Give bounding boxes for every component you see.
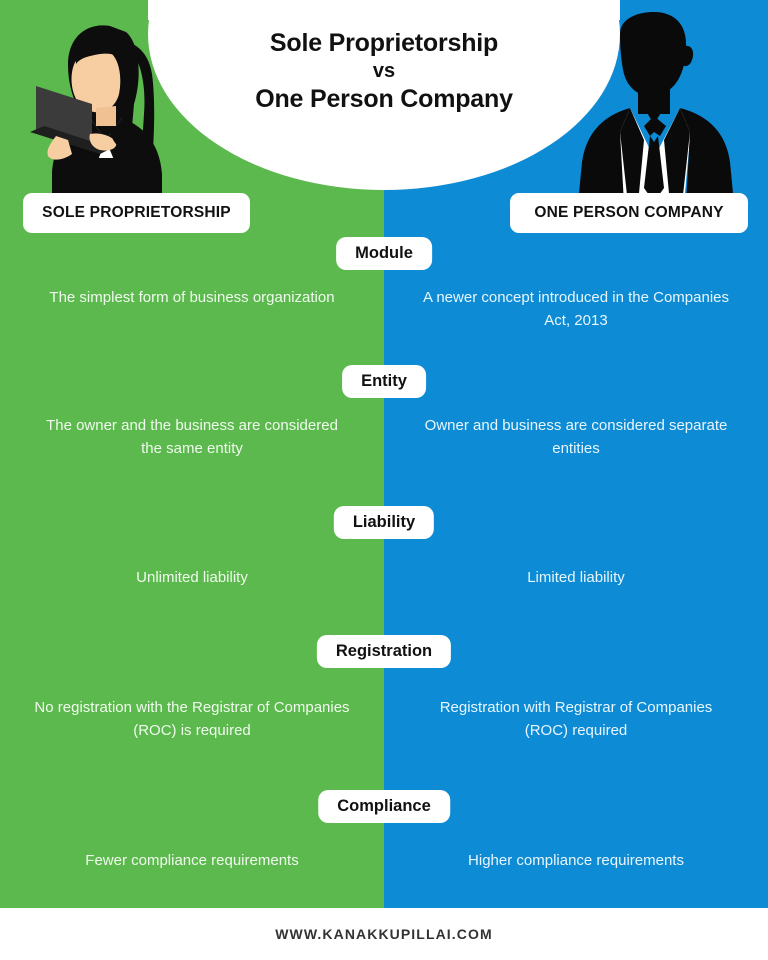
row-label-entity-text: Entity xyxy=(361,372,407,390)
footer-bar: WWW.KANAKKUPILLAI.COM xyxy=(0,908,768,960)
row-label-entity: Entity xyxy=(342,365,426,398)
row-label-module: Module xyxy=(336,237,432,270)
row-entity-cells: The owner and the business are considere… xyxy=(0,414,768,461)
row-module-cells: The simplest form of business organizati… xyxy=(0,286,768,333)
row-entity-left-text: The owner and the business are considere… xyxy=(46,417,338,458)
row-entity-right-text: Owner and business are considered separa… xyxy=(424,417,728,458)
column-header-left-label: SOLE PROPRIETORSHIP xyxy=(42,204,231,221)
row-liability-cells: Unlimited liability Limited liability xyxy=(0,566,768,589)
title-line-3: One Person Company xyxy=(255,84,513,113)
row-label-compliance: Compliance xyxy=(318,790,450,823)
title-line-2-vs: vs xyxy=(372,60,396,82)
column-header-right-label: ONE PERSON COMPANY xyxy=(534,204,724,221)
row-registration-cells: No registration with the Registrar of Co… xyxy=(0,696,768,743)
row-label-registration-text: Registration xyxy=(335,642,433,660)
page-title: Sole Proprietorship vs One Person Compan… xyxy=(148,28,620,115)
row-label-liability: Liability xyxy=(333,506,435,539)
woman-with-laptop-illustration xyxy=(16,8,196,204)
row-compliance-left-text: Fewer compliance requirements xyxy=(85,852,299,869)
row-label-liability-text: Liability xyxy=(352,513,416,531)
column-header-one-person-company: ONE PERSON COMPANY xyxy=(510,193,748,233)
row-label-compliance-text: Compliance xyxy=(337,797,431,815)
row-compliance-cells: Fewer compliance requirements Higher com… xyxy=(0,849,768,872)
row-module-right-text: A newer concept introduced in the Compan… xyxy=(422,289,730,330)
footer-website[interactable]: WWW.KANAKKUPILLAI.COM xyxy=(275,926,493,942)
row-compliance-right-text: Higher compliance requirements xyxy=(468,852,684,869)
businessman-silhouette-illustration xyxy=(558,12,748,204)
row-label-module-text: Module xyxy=(355,244,413,262)
row-liability-right-text: Limited liability xyxy=(527,569,625,586)
row-label-registration: Registration xyxy=(316,635,452,668)
row-liability-left-text: Unlimited liability xyxy=(136,569,248,586)
title-line-1: Sole Proprietorship xyxy=(269,29,499,57)
column-header-sole-proprietorship: SOLE PROPRIETORSHIP xyxy=(23,193,250,233)
row-module-left-text: The simplest form of business organizati… xyxy=(49,289,335,306)
row-registration-left-text: No registration with the Registrar of Co… xyxy=(34,699,350,740)
row-registration-right-text: Registration with Registrar of Companies… xyxy=(439,699,713,740)
